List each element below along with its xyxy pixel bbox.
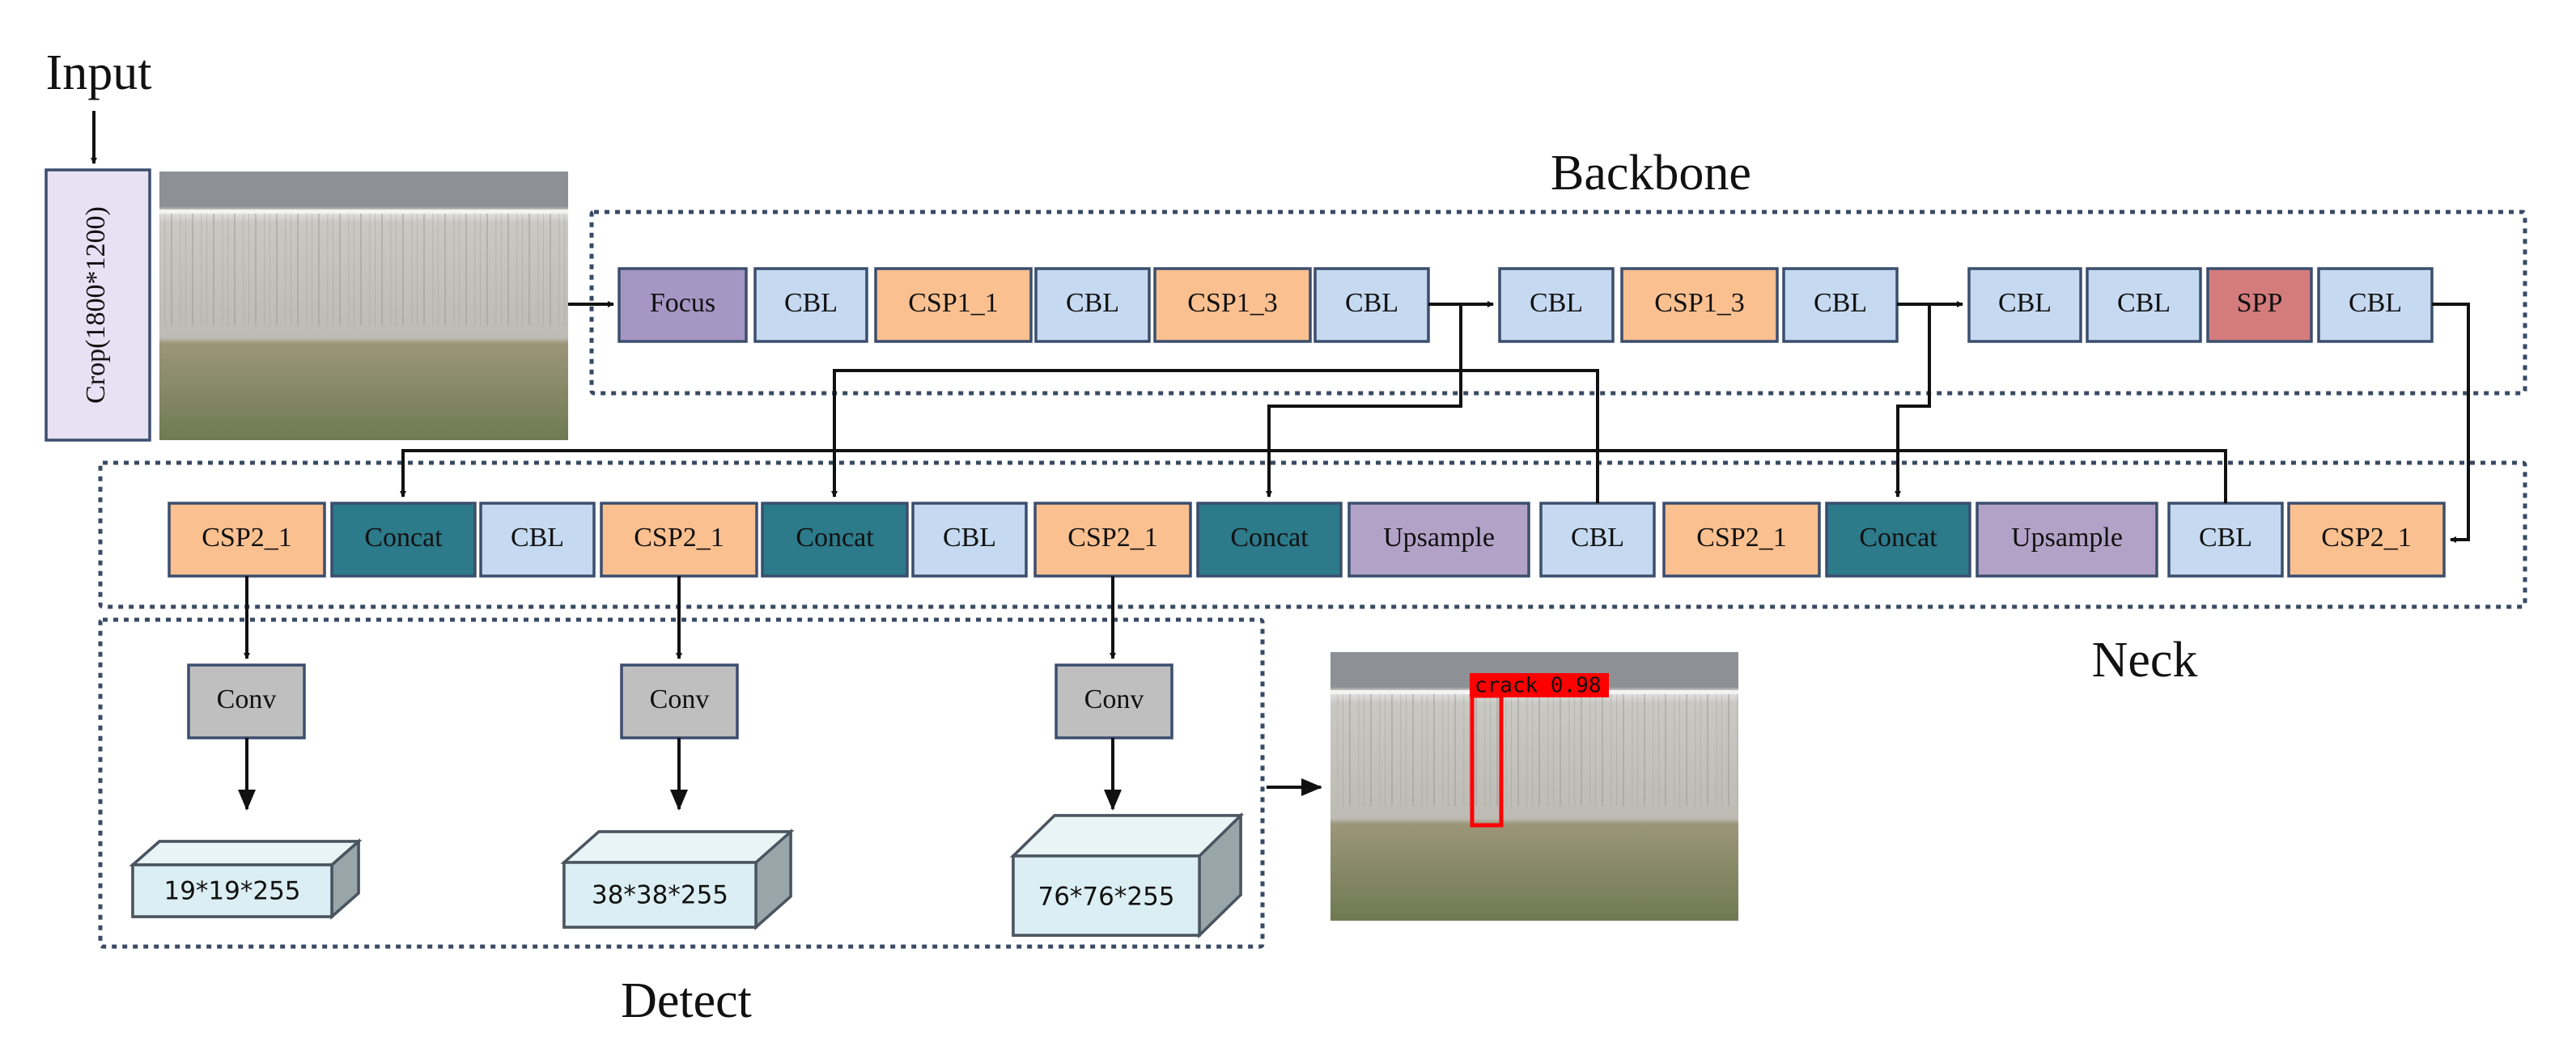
upsample-block[interactable]: Upsample <box>1975 502 2158 578</box>
spp-block[interactable]: SPP <box>2206 267 2313 343</box>
input-image <box>159 172 568 440</box>
cbl-label: CBL <box>1066 288 1119 318</box>
concat-block[interactable]: Concat <box>1825 502 1971 578</box>
concat-label: Concat <box>364 523 443 553</box>
cbl-block[interactable]: CBL <box>1498 267 1615 343</box>
csp2-1-label: CSP2_1 <box>634 523 724 553</box>
csp1-3-label: CSP1_3 <box>1187 288 1278 318</box>
cbl-label: CBL <box>1998 288 2052 318</box>
cbl-block[interactable]: CBL <box>1313 267 1430 343</box>
detect-label: Detect <box>621 973 752 1028</box>
neck-label: Neck <box>2092 633 2198 688</box>
result-image: crack 0.98 <box>1330 652 1738 921</box>
cbl-label: CBL <box>2117 288 2171 318</box>
cbl-block[interactable]: CBL <box>753 267 868 343</box>
csp1-3-block[interactable]: CSP1_3 <box>1620 267 1779 343</box>
csp2-1-label: CSP2_1 <box>2321 523 2412 553</box>
skip-connectors <box>400 304 2227 503</box>
upsample-label: Upsample <box>2011 523 2123 553</box>
cbl-label: CBL <box>1571 523 1624 553</box>
csp1-1-block[interactable]: CSP1_1 <box>874 267 1033 343</box>
concat-label: Concat <box>796 523 874 553</box>
detect-conv-row: Conv Conv Conv <box>187 576 1173 811</box>
upsample-label: Upsample <box>1383 523 1495 553</box>
csp2-1-block[interactable]: CSP2_1 <box>1662 502 1821 578</box>
cbl-block[interactable]: CBL <box>1539 502 1656 578</box>
csp1-3-label: CSP1_3 <box>1654 288 1745 318</box>
concat-block[interactable]: Concat <box>761 502 909 578</box>
output-cube-medium: 38*38*255 <box>560 828 795 930</box>
csp1-1-label: CSP1_1 <box>908 288 999 318</box>
cbl-block[interactable]: CBL <box>1034 267 1151 343</box>
conv-label: Conv <box>650 684 710 714</box>
backbone-label: Backbone <box>1551 146 1751 201</box>
cbl-label: CBL <box>1530 288 1583 318</box>
output-cube-large: 76*76*255 <box>1009 811 1245 939</box>
csp1-3-block[interactable]: CSP1_3 <box>1153 267 1312 343</box>
cbl-block[interactable]: CBL <box>2086 267 2202 343</box>
cbl-block[interactable]: CBL <box>1967 267 2082 343</box>
cbl-label: CBL <box>1814 288 1867 318</box>
detection-label-bg <box>1470 673 1609 697</box>
focus-label: Focus <box>650 288 715 318</box>
backbone-row-1: Focus CBL CSP1_1 CBL CSP1_3 CBL <box>617 267 1430 343</box>
concat-block[interactable]: Concat <box>1196 502 1343 578</box>
conv-label: Conv <box>1084 684 1144 714</box>
cbl-label: CBL <box>943 523 996 553</box>
concat-label: Concat <box>1230 523 1309 553</box>
upsample-block[interactable]: Upsample <box>1347 502 1530 578</box>
cbl-block[interactable]: CBL <box>911 502 1028 578</box>
conv-label: Conv <box>217 684 277 714</box>
csp2-1-block[interactable]: CSP2_1 <box>168 502 326 578</box>
detect-region <box>98 617 1265 949</box>
cbl-label: CBL <box>1345 288 1398 318</box>
conv-block[interactable]: Conv <box>620 663 739 739</box>
csp2-1-block[interactable]: CSP2_1 <box>1033 502 1192 578</box>
cbl-label: CBL <box>784 288 838 318</box>
backbone-row-3: CBL CBL SPP CBL <box>1967 267 2434 343</box>
spp-label: SPP <box>2237 288 2283 318</box>
crop-box <box>45 168 151 442</box>
csp2-1-label: CSP2_1 <box>1067 523 1158 553</box>
neck-region <box>98 460 2527 609</box>
csp2-1-block[interactable]: CSP2_1 <box>2287 502 2446 578</box>
output-label: 76*76*255 <box>1038 883 1174 912</box>
conv-block[interactable]: Conv <box>1055 663 1173 739</box>
neck-row: CSP2_1 Concat CBL CSP2_1 Concat CBL CSP2… <box>168 502 2446 578</box>
output-label: 19*19*255 <box>163 877 300 906</box>
csp2-1-label: CSP2_1 <box>202 523 292 553</box>
cbl-block[interactable]: CBL <box>2167 502 2284 578</box>
conv-block[interactable]: Conv <box>187 663 306 739</box>
concat-block[interactable]: Concat <box>330 502 477 578</box>
cbl-block[interactable]: CBL <box>2317 267 2434 343</box>
cbl-label: CBL <box>511 523 564 553</box>
concat-label: Concat <box>1859 523 1937 553</box>
output-label: 38*38*255 <box>592 881 728 910</box>
cbl-label: CBL <box>2199 523 2252 553</box>
csp2-1-label: CSP2_1 <box>1696 523 1787 553</box>
crop-label: Crop(1800*1200) <box>81 206 111 404</box>
backbone-row-2: CBL CSP1_3 CBL <box>1498 267 1899 343</box>
cbl-block[interactable]: CBL <box>1782 267 1899 343</box>
focus-block[interactable]: Focus <box>617 267 748 343</box>
cbl-block[interactable]: CBL <box>479 502 596 578</box>
input-label: Input <box>46 45 152 100</box>
cbl-label: CBL <box>2349 288 2402 318</box>
detection-box <box>1470 693 1504 828</box>
backbone-region <box>589 210 2527 396</box>
output-cube-small: 19*19*255 <box>129 838 363 920</box>
csp2-1-block[interactable]: CSP2_1 <box>600 502 758 578</box>
